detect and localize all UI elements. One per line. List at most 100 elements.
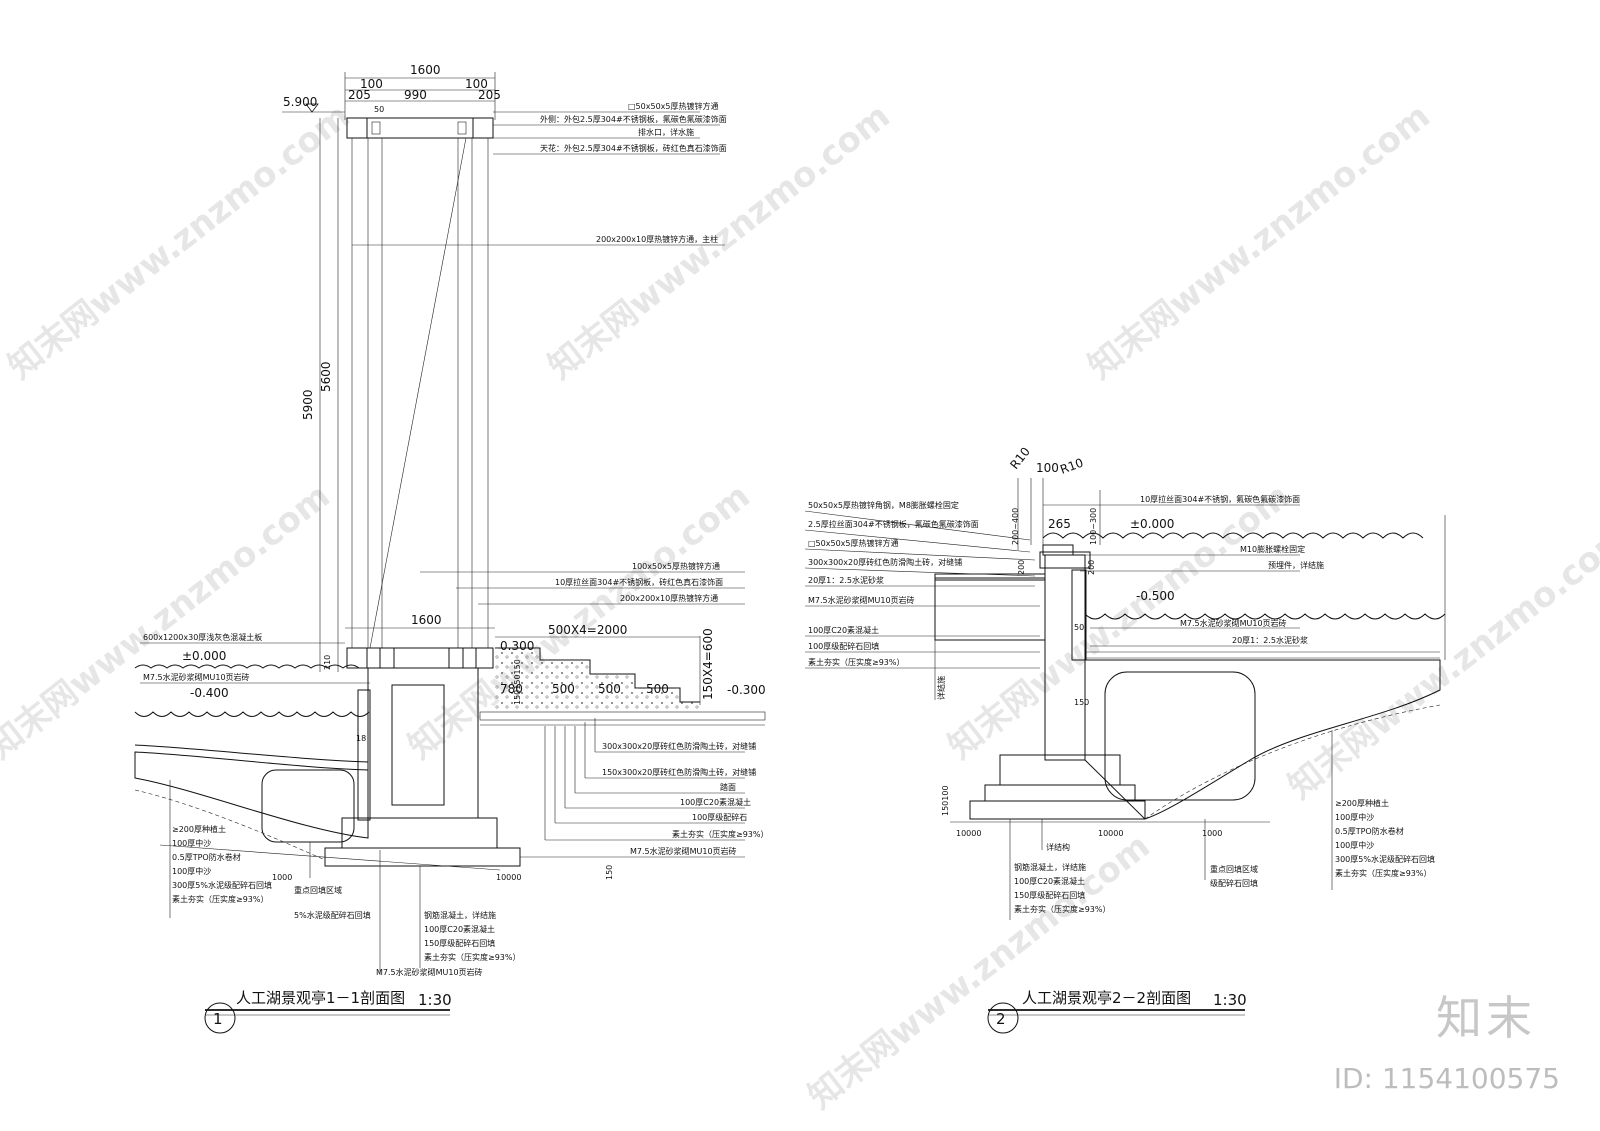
dim-150-bottom: 150 <box>605 865 614 880</box>
note-left: □50x50x5厚热镀锌方通 <box>808 538 898 548</box>
watermark-layer: 知末网www.znzmo.com 知末网www.znzmo.com 知末网www… <box>0 96 1600 1117</box>
note-right: M7.5水泥砂浆砌MU10页岩砖 <box>630 846 737 856</box>
watermark-text: 知末网www.znzmo.com <box>0 476 338 767</box>
note-lake: 0.5厚TPO防水卷材 <box>172 852 241 862</box>
watermark-text: 知末网www.znzmo.com <box>801 826 1158 1117</box>
note-lake-2: 300厚5%水泥级配碎石回填 <box>1335 854 1435 864</box>
elev-low: -0.300 <box>727 683 766 697</box>
note-bottom: 100厚C20素混凝土 <box>424 924 495 934</box>
dim-step-1: 500 <box>552 682 575 696</box>
note-lake: ≥200厚种植土 <box>172 824 226 834</box>
dim-50: 50 <box>1074 623 1084 632</box>
note-left: 100厚级配碎石回填 <box>808 641 879 651</box>
dim-18: 18 <box>356 734 366 743</box>
dim-top-b: 990 <box>404 88 427 102</box>
note-vertical: 详结施 <box>936 676 946 700</box>
watermark-text: 知末网www.znzmo.com <box>1 96 358 387</box>
elev-water-2: -0.500 <box>1136 589 1175 603</box>
section-1-drawing: 1600 100 100 205 990 205 50 5.900 5900 5… <box>134 63 768 1034</box>
note-bottom-2: 100厚C20素混凝土 <box>1014 876 1085 886</box>
dim-height-total: 5900 <box>301 389 315 420</box>
watermark-text: 知末网www.znzmo.com <box>541 96 898 387</box>
dim-steps-width: 500X4=2000 <box>548 623 627 637</box>
dim-step-3: 500 <box>646 682 669 696</box>
section-2-drawing: R10 100 R10 200~400 100~300 10厚拉丝面304#不锈… <box>804 445 1446 1034</box>
note-left: 300x300x20厚砖红色防滑陶土砖，对缝铺 <box>808 557 962 567</box>
elev-zero-2: ±0.000 <box>1130 517 1174 531</box>
note-lake: 100厚中沙 <box>172 838 211 848</box>
note-lake-2: ≥200厚种植土 <box>1335 798 1389 808</box>
note-right: 踏面 <box>720 782 736 792</box>
section-2-notes-lake: ≥200厚种植土 100厚中沙 0.5厚TPO防水卷材 100厚中沙 300厚5… <box>1331 730 1435 890</box>
dim-top-d: 50 <box>374 105 384 114</box>
note-left: 20厚1：2.5水泥砂浆 <box>808 575 884 585</box>
note-lake: 素土夯实（压实度≥93%） <box>172 894 268 904</box>
dim-10000-b: 10000 <box>1098 829 1123 838</box>
section-1-title: 1 人工湖景观亭1－1剖面图 1:30 <box>204 989 452 1034</box>
dim-265: 265 <box>1048 517 1071 531</box>
notes-bottom: 重点回填区域 5%水泥级配碎石回填 钢筋混凝土，详结施 100厚C20素混凝土 … <box>294 842 520 977</box>
watermark-text: 知末网www.znzmo.com <box>401 476 758 767</box>
note-step: 200x200x10厚热镀锌方通 <box>620 593 718 603</box>
elev-water: -0.400 <box>190 686 229 700</box>
section-1-scale: 1:30 <box>418 991 452 1009</box>
note-bottom: 150厚级配碎石回填 <box>424 938 495 948</box>
note-right-top: 20厚1：2.5水泥砂浆 <box>1232 635 1308 645</box>
dim-r10-right: R10 <box>1058 456 1085 477</box>
dim-150-stack: 150150150 <box>513 659 522 705</box>
dim-top-right: 100 <box>465 77 488 91</box>
note-top: □50x50x5厚热镀锌方通 <box>628 101 718 111</box>
note-lake-2: 素土夯实（压实度≥93%） <box>1335 868 1431 878</box>
note-top: 排水口，详水施 <box>638 127 694 137</box>
section-2-notes-left: 50x50x5厚热镀锌角钢，M8膨胀螺栓固定 2.5厚拉丝面304#不锈钢板，氟… <box>804 500 1040 669</box>
note-bottom: M7.5水泥砂浆砌MU10页岩砖 <box>376 967 483 977</box>
note-right-top: 10厚拉丝面304#不锈钢，氟碳色氟碳漆饰面 <box>1140 494 1300 504</box>
dim-top-a: 205 <box>348 88 371 102</box>
brand-logo-text: 知末 <box>1436 991 1536 1045</box>
note-right-top: 预埋件，详结施 <box>1268 560 1324 570</box>
note-column: 200x200x10厚热镀锌方通，主柱 <box>596 234 718 244</box>
dim-1000-2: 1000 <box>1202 829 1222 838</box>
note-bottom-2: 详结构 <box>1046 842 1070 852</box>
note-step: 10厚拉丝面304#不锈钢板，砖红色真石漆饰面 <box>555 577 723 587</box>
note-lake-2: 100厚中沙 <box>1335 812 1374 822</box>
note-bottom: 5%水泥级配碎石回填 <box>294 910 371 920</box>
watermark-text: 知末网www.znzmo.com <box>1081 96 1438 387</box>
section-1-title-text: 人工湖景观亭1－1剖面图 <box>236 989 405 1007</box>
section-2-number: 2 <box>996 1010 1006 1028</box>
section-2-scale: 1:30 <box>1213 991 1247 1009</box>
dim-base-width: 1600 <box>411 613 442 627</box>
dim-r10-left: R10 <box>1007 445 1033 472</box>
dim-100-300: 100~300 <box>1089 508 1098 545</box>
note-top: 天花：外包2.5厚304#不锈钢板，砖红色真石漆饰面 <box>540 143 727 153</box>
dim-top-left: 100 <box>360 77 383 91</box>
note-left: 2.5厚拉丝面304#不锈钢板，氟碳色氟碳漆饰面 <box>808 519 979 529</box>
note-lake-2: 0.5厚TPO防水卷材 <box>1335 826 1404 836</box>
note-right: 素土夯实（压实度≥93%） <box>672 829 768 839</box>
note-step: 100x50x5厚热镀锌方通 <box>632 561 720 571</box>
note-right-top: M10膨胀螺栓固定 <box>1240 544 1305 554</box>
dim-step-2: 500 <box>598 682 621 696</box>
dim-200-b: 200 <box>1087 560 1096 575</box>
note-left: 50x50x5厚热镀锌角钢，M8膨胀螺栓固定 <box>808 500 959 510</box>
elev-zero: ±0.000 <box>182 649 226 663</box>
note-bottom-2: 150厚级配碎石回填 <box>1014 890 1085 900</box>
note-right-top: M7.5水泥砂浆砌MU10页岩砖 <box>1180 618 1287 628</box>
dim-height-column: 5600 <box>319 361 333 392</box>
dim-10000-a: 10000 <box>956 829 981 838</box>
section-2-title: 2 人工湖景观亭2－2剖面图 1:30 <box>987 989 1247 1034</box>
note-left: 100厚C20素混凝土 <box>808 625 879 635</box>
dim-top-c: 205 <box>478 88 501 102</box>
note-lake: 300厚5%水泥级配碎石回填 <box>172 880 272 890</box>
dim-210: 210 <box>323 655 332 670</box>
dim-200-400: 200~400 <box>1011 508 1020 545</box>
note-bottom: 钢筋混凝土，详结施 <box>424 910 496 920</box>
section-1-number: 1 <box>213 1010 223 1028</box>
dim-1000: 1000 <box>272 873 292 882</box>
note-bottom-2: 级配碎石回填 <box>1210 878 1258 888</box>
note-bottom-2: 重点回填区域 <box>1210 864 1258 874</box>
note-right: 150x300x20厚砖红色防滑陶土砖，对缝铺 <box>602 767 756 777</box>
note-lake: 100厚中沙 <box>172 866 211 876</box>
note-bottom: 重点回填区域 <box>294 885 342 895</box>
